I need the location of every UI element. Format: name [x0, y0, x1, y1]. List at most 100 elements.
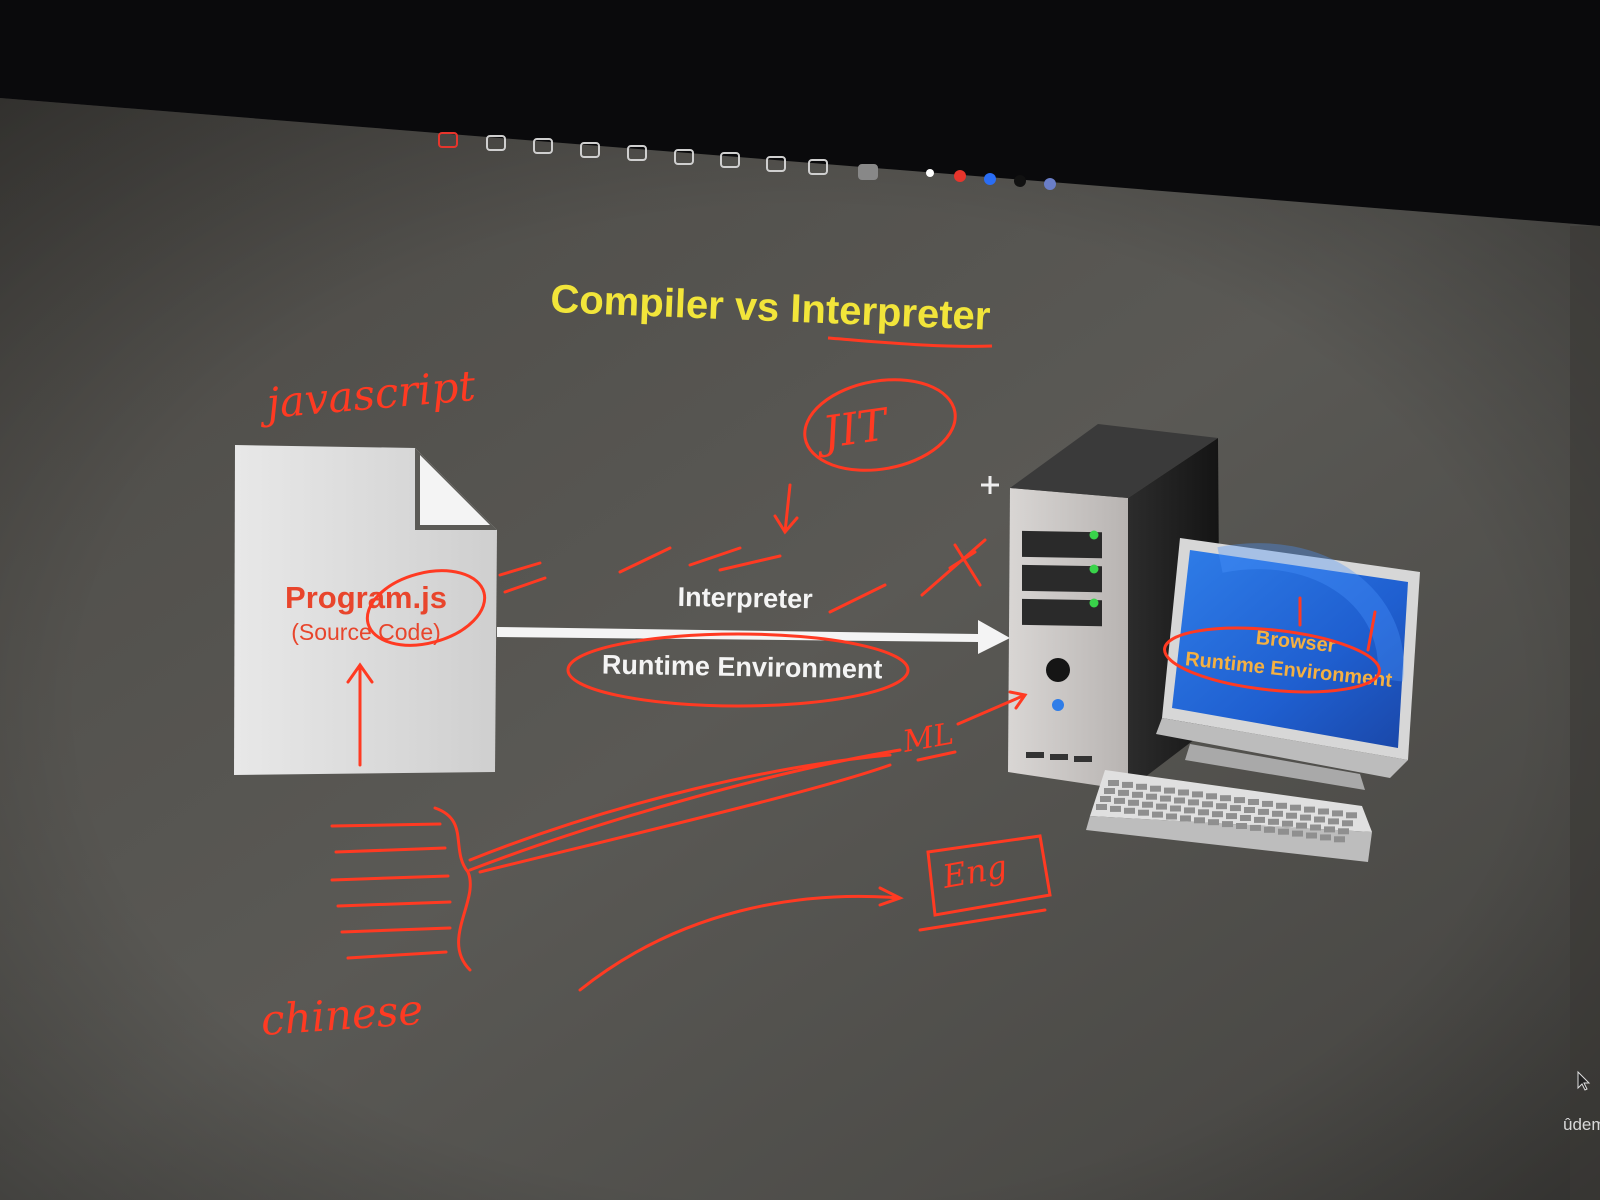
keyboard-key [1236, 823, 1247, 829]
image-icon[interactable] [720, 152, 740, 168]
keyboard-key [1174, 797, 1185, 804]
keyboard-key [1110, 805, 1121, 812]
color-swatch[interactable] [1014, 175, 1026, 187]
keyboard-key [1318, 808, 1329, 815]
keyboard-key [1150, 785, 1161, 792]
keyboard-key [1282, 820, 1293, 827]
keyboard-key [1146, 793, 1157, 800]
keyboard-key [1166, 813, 1177, 820]
keyboard-key [1132, 791, 1143, 798]
keyboard-key [1310, 824, 1321, 831]
source-file-icon: Program.js (Source Code) [234, 445, 497, 775]
keyboard-key [1290, 804, 1301, 811]
annotation-jit: JIT [812, 399, 894, 460]
keyboard-key [1342, 820, 1353, 827]
title-underline-stroke [827, 336, 993, 348]
file-caption: (Source Code) [291, 619, 441, 645]
keyboard-key [1276, 802, 1287, 809]
keyboard-key [1268, 818, 1279, 825]
keyboard-key [1332, 810, 1343, 817]
keyboard-keys [1096, 780, 1357, 843]
keyboard-key [1222, 821, 1233, 828]
keyboard-key [1306, 832, 1317, 839]
keyboard-key [1212, 811, 1223, 818]
eraser-icon[interactable] [486, 135, 506, 151]
pen-icon[interactable] [438, 132, 458, 148]
keyboard-key [1304, 806, 1315, 813]
keyboard-key [1296, 822, 1307, 829]
annotation-toolbar[interactable] [438, 132, 1056, 190]
keyboard-key [1160, 795, 1171, 802]
keyboard-key [1128, 799, 1139, 806]
upload-icon[interactable] [766, 156, 786, 172]
keyboard-key [1114, 797, 1125, 804]
move-cursor-icon [981, 476, 999, 494]
color-swatch[interactable] [954, 170, 966, 182]
keyboard-key [1346, 812, 1357, 819]
keyboard-key [1338, 828, 1349, 835]
keyboard-key [1234, 797, 1245, 804]
keyboard-key [1202, 801, 1213, 808]
keyboard-key [1258, 808, 1269, 815]
keyboard-key [1244, 807, 1255, 813]
keyboard-key [1170, 805, 1181, 812]
keyboard-key [1264, 826, 1275, 833]
slide-title: Compiler vs Interpreter [550, 277, 992, 339]
color-swatch[interactable] [984, 173, 996, 185]
file-name: Program.js [285, 580, 447, 615]
keyboard-key [1096, 804, 1107, 810]
pointer-cursor-icon [1577, 1070, 1591, 1091]
title-part-2: Interpreter [790, 287, 992, 339]
arrow-label-runtime: Runtime Environment [602, 650, 883, 685]
keyboard-key [1314, 816, 1325, 823]
lasso-icon[interactable] [627, 145, 647, 161]
keyboard-key [1220, 795, 1231, 802]
keyboard-key [1292, 830, 1303, 837]
keyboard-key [1324, 826, 1335, 833]
keyboard-key [1156, 803, 1167, 810]
interpreter-arrow: Interpreter Runtime Environment [497, 582, 1010, 685]
keyboard-key [1180, 815, 1191, 822]
keyboard-key [1226, 813, 1237, 820]
keyboard-key [1138, 809, 1149, 816]
keyboard-key [1142, 801, 1153, 808]
color-swatch[interactable] [1044, 178, 1056, 190]
arrow-label-interpreter: Interpreter [677, 582, 813, 614]
keyboard-key [1300, 814, 1311, 821]
keyboard-key [1334, 836, 1345, 843]
keyboard-key [1122, 781, 1133, 788]
keyboard-key [1254, 816, 1265, 823]
link-icon[interactable] [808, 159, 828, 175]
keyboard-key [1164, 787, 1175, 794]
keyboard-key [1320, 834, 1331, 841]
keyboard-key [1178, 789, 1189, 796]
keyboard-key [1118, 789, 1129, 796]
annotation-browser-circle [1163, 626, 1381, 694]
annotation-runtime-circle [566, 632, 910, 708]
keyboard-key [1188, 799, 1199, 806]
shapes-icon[interactable] [580, 142, 600, 158]
keyboard-key [1328, 818, 1339, 825]
keyboard-key [1286, 812, 1297, 819]
grid-icon[interactable] [858, 164, 878, 180]
keyboard-key [1230, 805, 1241, 812]
title-part-1: Compiler vs [550, 277, 792, 331]
highlighter-icon[interactable] [533, 138, 553, 154]
color-swatch[interactable] [926, 169, 934, 177]
keyboard-key [1108, 780, 1119, 786]
annotation-chinese: chinese [259, 985, 424, 1045]
keyboard-key [1198, 809, 1209, 816]
keyboard-key [1104, 788, 1115, 794]
udemy-watermark: ûdemy [1563, 1115, 1600, 1134]
keyboard-key [1206, 793, 1217, 800]
keyboard-key [1100, 796, 1111, 802]
keyboard-key [1184, 807, 1195, 814]
keyboard-key [1272, 810, 1283, 817]
annotation-jit-circle [803, 378, 957, 472]
keyboard-key [1262, 800, 1273, 807]
text-icon[interactable] [674, 149, 694, 165]
keyboard-key [1136, 783, 1147, 790]
keyboard-key [1248, 799, 1259, 805]
computer-illustration: Browser Runtime Environment [1008, 424, 1420, 862]
